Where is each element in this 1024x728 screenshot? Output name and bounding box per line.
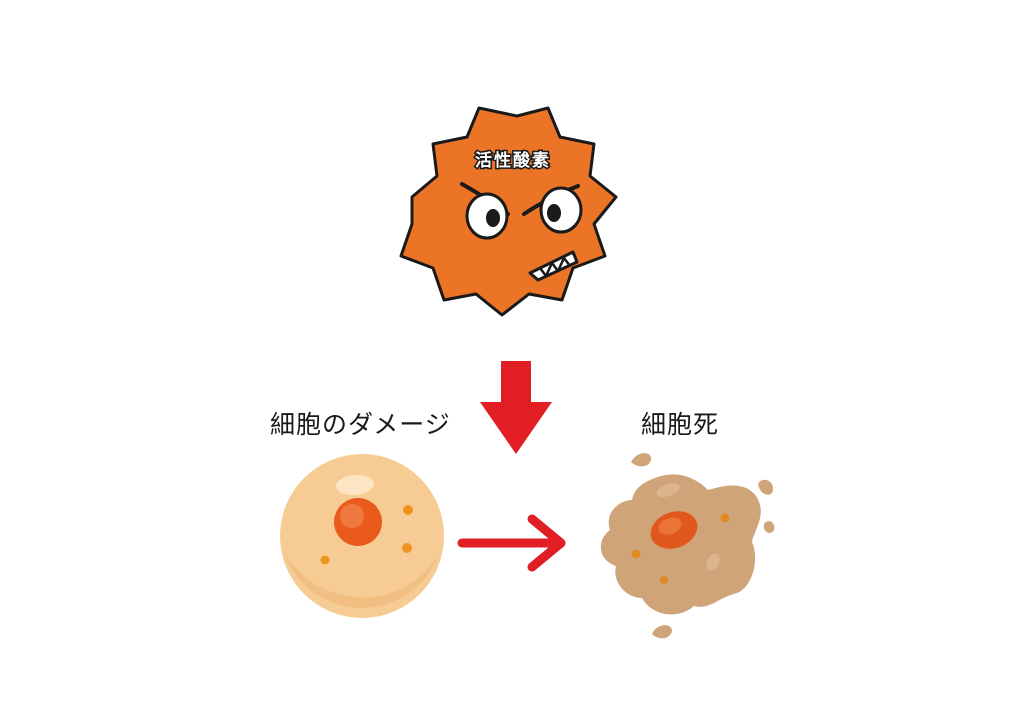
radical-body <box>399 106 618 317</box>
cell-fragment <box>763 521 775 533</box>
cell-fragment <box>758 479 774 495</box>
dying-cell-icon <box>600 453 775 639</box>
healthy-cell-organelle <box>402 543 412 553</box>
radical-label: 活性酸素 <box>475 150 551 171</box>
healthy-cell-icon <box>280 454 444 618</box>
cell-fragment <box>652 625 672 639</box>
cell-damage-label: 細胞のダメージ <box>270 410 451 439</box>
angry-spiky-radical-icon: 活性酸素 <box>399 106 618 317</box>
down-arrow-icon <box>480 361 552 454</box>
cell-fragment <box>631 453 652 467</box>
healthy-cell-shadow <box>284 552 438 608</box>
healthy-cell-organelle <box>403 505 413 515</box>
cell-death-label: 細胞死 <box>641 410 720 439</box>
healthy-cell-organelle <box>320 555 330 565</box>
right-eye <box>539 186 583 234</box>
healthy-cell-highlight <box>336 474 374 496</box>
left-eye <box>465 192 509 240</box>
right-arrow-icon <box>457 514 566 572</box>
jagged-mouth <box>528 250 579 282</box>
